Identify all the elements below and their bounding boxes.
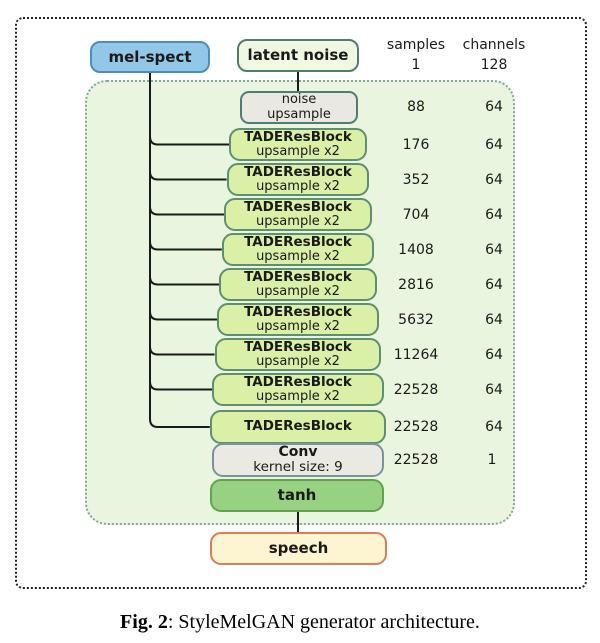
taderesblock-subtitle: upsample x2 (256, 143, 340, 159)
taderesblock-node: TADEResBlock upsample x2 (219, 268, 377, 301)
mel-spect-label: mel-spect (108, 47, 192, 66)
taderesblock-node: TADEResBlock upsample x2 (217, 303, 379, 336)
taderesblock-node: TADEResBlock upsample x2 (214, 338, 382, 371)
channels-value: 64 (485, 171, 503, 188)
taderesblock-title: TADEResBlock (244, 303, 352, 320)
samples-value: 1408 (398, 241, 434, 258)
channels-value: 64 (485, 419, 503, 435)
taderesblock-title: TADEResBlock (244, 373, 352, 390)
samples-value: 2816 (398, 276, 434, 293)
taderesblock-title: TADEResBlock (244, 418, 352, 435)
tanh-label: tanh (277, 486, 317, 505)
channels-initial-value: 128 (480, 57, 508, 73)
channels-value: 64 (485, 136, 503, 153)
taderesblock-subtitle: upsample x2 (256, 213, 340, 229)
channels-value: 64 (485, 311, 503, 328)
latent-noise-node: latent noise (237, 39, 359, 72)
taderesblock-subtitle: upsample x2 (256, 178, 340, 194)
taderesblock-title: TADEResBlock (244, 233, 352, 250)
taderesblock-node: TADEResBlock upsample x2 (224, 198, 372, 231)
conv-kernel-size-label: kernel size: 9 (253, 459, 343, 476)
channels-value: 64 (485, 99, 503, 115)
samples-value: 352 (402, 171, 430, 188)
taderesblock-title: TADEResBlock (244, 128, 352, 145)
taderesblock-subtitle: upsample x2 (256, 353, 340, 369)
channels-column-header: channels (462, 37, 526, 53)
conv-title: Conv (278, 443, 318, 460)
mel-spect-node: mel-spect (90, 41, 210, 73)
figure-caption: Fig. 2: StyleMelGAN generator architectu… (0, 611, 600, 634)
noise-upsample-label-line2: upsample (267, 106, 331, 122)
taderesblock-title: TADEResBlock (244, 163, 352, 180)
taderesblock-title: TADEResBlock (244, 338, 352, 355)
taderesblock-subtitle: upsample x2 (256, 318, 340, 334)
taderesblock-node: TADEResBlock upsample x2 (226, 163, 370, 196)
channels-value: 64 (485, 276, 503, 293)
latent-noise-label: latent noise (247, 46, 349, 65)
samples-value: 88 (407, 99, 425, 115)
tanh-node: tanh (210, 479, 384, 512)
taderesblock-title: TADEResBlock (244, 268, 352, 285)
channels-value: 64 (485, 241, 503, 258)
channels-value: 64 (485, 381, 503, 398)
taderesblock-subtitle: upsample x2 (256, 283, 340, 299)
samples-initial-value: 1 (411, 57, 421, 73)
figure-caption-text: : StyleMelGAN generator architecture. (167, 611, 480, 633)
noise-upsample-node: noise upsample (240, 91, 358, 124)
taderesblock-node: TADEResBlock upsample x2 (229, 128, 367, 161)
noise-upsample-label-line1: noise (281, 91, 317, 107)
taderesblock-node: TADEResBlock (209, 410, 387, 444)
taderesblock-title: TADEResBlock (244, 198, 352, 215)
samples-value: 176 (402, 136, 430, 153)
samples-value: 22528 (393, 419, 439, 435)
figure-caption-number: Fig. 2 (120, 611, 168, 633)
taderesblock-node: TADEResBlock upsample x2 (221, 233, 375, 266)
samples-value: 5632 (398, 311, 434, 328)
taderesblock-subtitle: upsample x2 (256, 248, 340, 264)
speech-label: speech (268, 539, 329, 558)
channels-value: 64 (485, 346, 503, 363)
figure-outer-border (15, 17, 587, 589)
taderesblock-subtitle: upsample x2 (256, 388, 340, 404)
channels-value: 64 (485, 206, 503, 223)
speech-output-node: speech (210, 532, 387, 565)
samples-column-header: samples (386, 37, 446, 53)
samples-value: 22528 (393, 452, 439, 468)
conv-node: Conv kernel size: 9 (212, 443, 384, 477)
samples-value: 22528 (393, 381, 439, 398)
samples-value: 704 (402, 206, 430, 223)
samples-value: 11264 (393, 346, 439, 363)
taderesblock-node: TADEResBlock upsample x2 (212, 373, 384, 406)
channels-value: 1 (487, 452, 497, 468)
